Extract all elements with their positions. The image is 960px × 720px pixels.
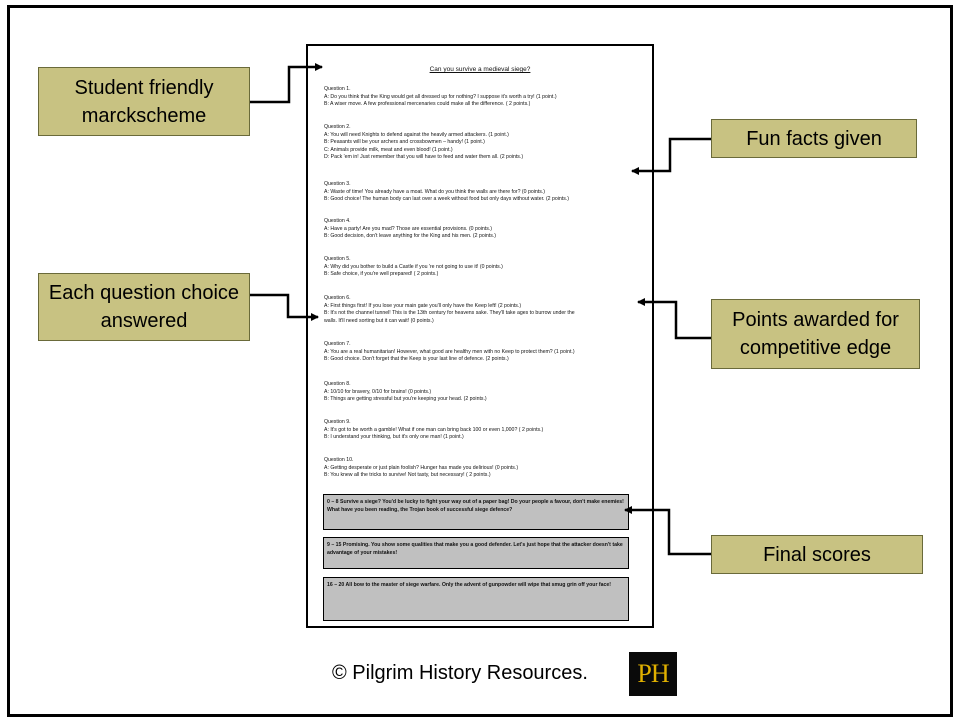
question-heading: Question 3.	[324, 181, 351, 187]
copyright-text: © Pilgrim History Resources.	[332, 662, 588, 684]
callout-points-awarded: Points awarded for competitive edge	[711, 299, 920, 369]
question-block: Question 6. A: First things first! If yo…	[324, 295, 634, 325]
score-band-high: 16 – 20 All bow to the master of siege w…	[323, 577, 629, 621]
question-block: Question 5. A: Why did you bother to bui…	[324, 256, 634, 279]
answer-line: walls. It'll need sorting but it can wai…	[324, 317, 434, 324]
callout-fun-facts: Fun facts given	[711, 119, 917, 158]
answer-line: A: Getting desperate or just plain fooli…	[324, 464, 519, 471]
question-heading: Question 4.	[324, 218, 351, 224]
question-heading: Question 10.	[324, 457, 354, 463]
answer-line: A: Have a party! Are you mad? Those are …	[324, 225, 493, 232]
answer-line: C: Animals provide milk, meat and even b…	[324, 146, 453, 153]
answer-line: A: It's got to be worth a gamble! What i…	[324, 426, 544, 433]
question-block: Question 2. A: You will need Knights to …	[324, 124, 634, 162]
markscheme-document: Can you survive a medieval siege? Questi…	[306, 44, 654, 628]
arrow-each-question	[250, 293, 319, 321]
question-block: Question 9. A: It's got to be worth a ga…	[324, 419, 634, 442]
answer-line: B: Peasants will be your archers and cro…	[324, 139, 485, 146]
answer-line: B: A wiser move. A few professional merc…	[324, 101, 531, 108]
question-heading: Question 9.	[324, 419, 351, 425]
question-heading: Question 7.	[324, 341, 351, 347]
arrow-final-scores	[624, 506, 711, 556]
question-heading: Question 5.	[324, 256, 351, 262]
answer-line: B: I understand your thinking, but it's …	[324, 434, 464, 441]
answer-line: B: Good decision, don't leave anything f…	[324, 233, 496, 240]
callout-final-scores: Final scores	[711, 535, 923, 574]
arrow-student-friendly	[250, 63, 323, 104]
question-heading: Question 2.	[324, 124, 351, 130]
question-block: Question 3. A: Waste of time! You alread…	[324, 181, 634, 204]
ph-logo: PH	[629, 652, 677, 696]
answer-line: B: Safe choice, if you're well prepared!…	[324, 271, 439, 278]
answer-line: B: It's not the channel tunnel! This is …	[324, 310, 575, 317]
score-band-mid: 9 – 15 Promising. You show some qualitie…	[323, 537, 629, 569]
question-block: Question 7. A: You are a real humanitari…	[324, 341, 634, 364]
answer-line: A: First things first! If you lose your …	[324, 302, 522, 309]
answer-line: A: Do you think that the King would get …	[324, 93, 557, 100]
answer-line: A: 10/10 for bravery, 0/10 for brains! (…	[324, 388, 432, 395]
question-heading: Question 1.	[324, 86, 351, 92]
answer-line: A: You will need Knights to defend again…	[324, 131, 509, 138]
score-band-low: 0 – 8 Survive a siege? You'd be lucky to…	[323, 494, 629, 530]
question-block: Question 10. A: Getting desperate or jus…	[324, 457, 634, 480]
question-block: Question 1. A: Do you think that the Kin…	[324, 86, 634, 109]
answer-line: D: Pack 'em in! Just remember that you w…	[324, 154, 524, 161]
question-heading: Question 8.	[324, 381, 351, 387]
answer-line: B: Things are getting stressful but you'…	[324, 396, 487, 403]
arrow-fun-facts	[631, 137, 711, 175]
answer-line: B: Good choice! The human body can last …	[324, 196, 570, 203]
callout-student-friendly: Student friendly marckscheme	[38, 67, 250, 136]
question-block: Question 4. A: Have a party! Are you mad…	[324, 218, 634, 241]
question-block: Question 8. A: 10/10 for bravery, 0/10 f…	[324, 381, 634, 404]
answer-line: B: You knew all the tricks to survive! N…	[324, 472, 491, 479]
answer-line: A: Waste of time! You already have a moa…	[324, 188, 545, 195]
answer-line: A: You are a real humanitarian! However,…	[324, 348, 575, 355]
outer-frame	[7, 5, 953, 717]
document-title: Can you survive a medieval siege?	[429, 66, 531, 73]
arrow-points-awarded	[637, 298, 711, 340]
question-heading: Question 6.	[324, 295, 351, 301]
answer-line: B: Good choice. Don't forget that the Ke…	[324, 356, 509, 363]
answer-line: A: Why did you bother to build a Castle …	[324, 263, 503, 270]
callout-each-question: Each question choice answered	[38, 273, 250, 341]
